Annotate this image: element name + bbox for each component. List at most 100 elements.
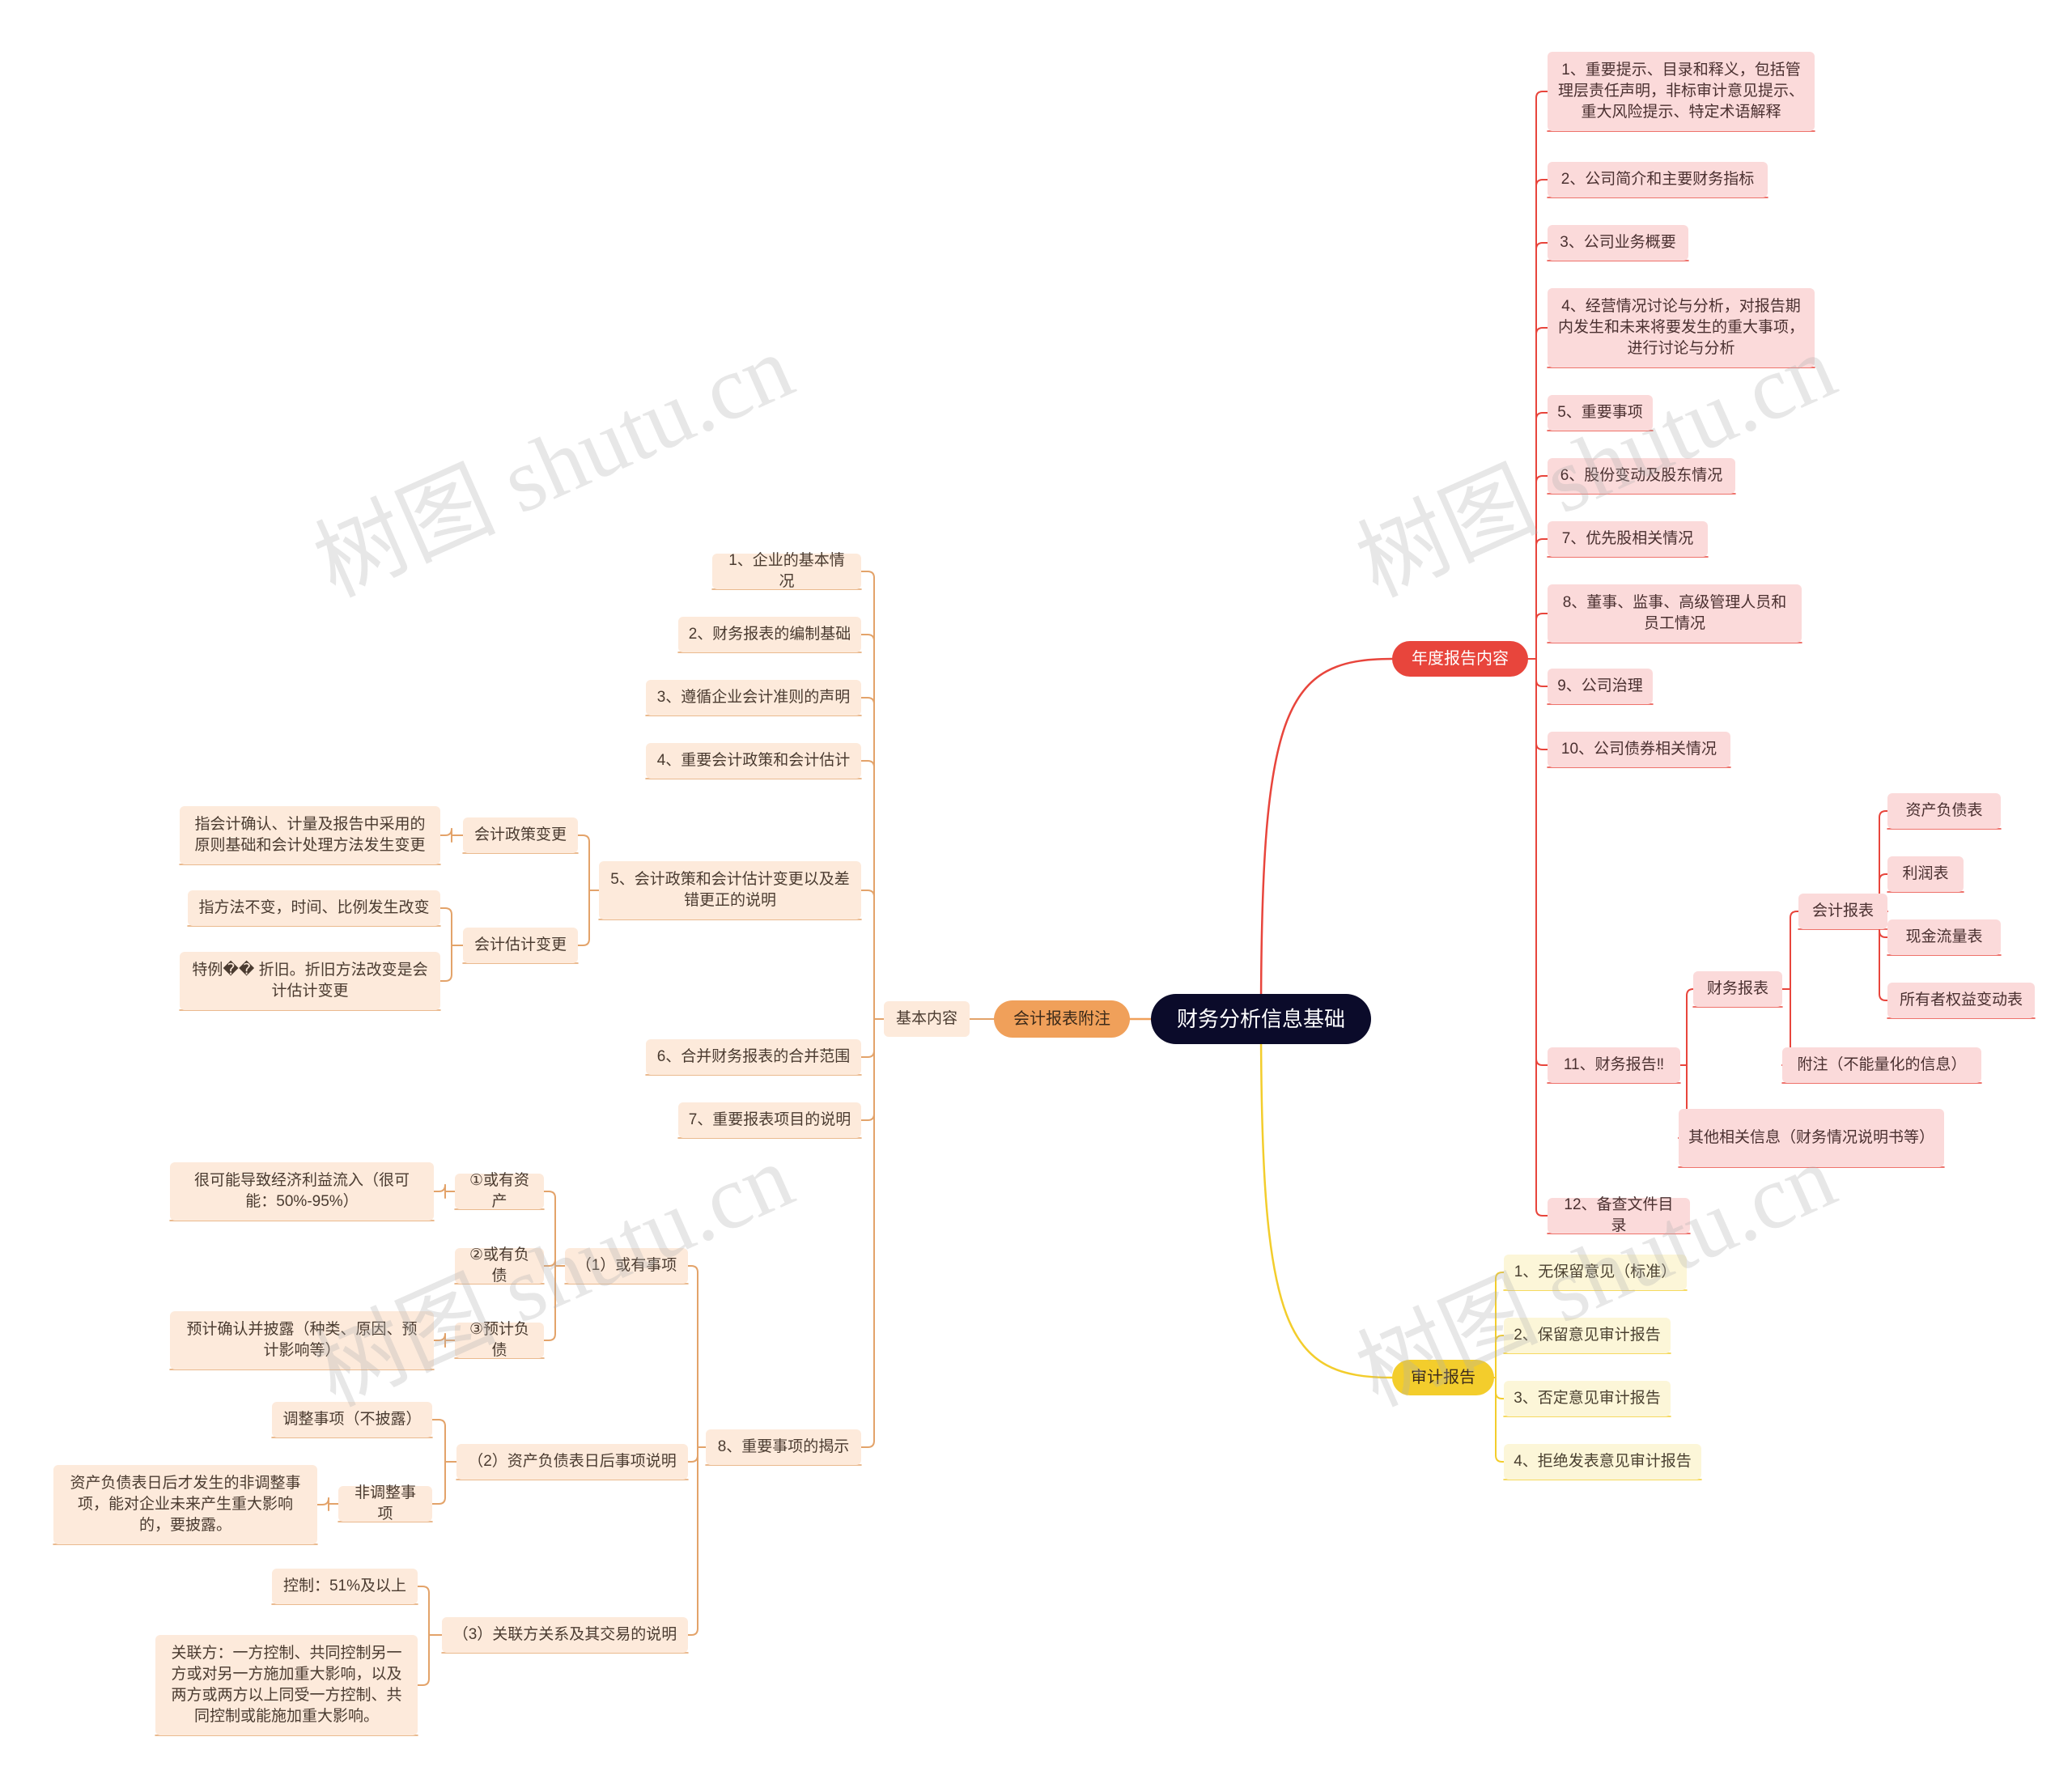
link-annual-branch	[1535, 327, 1548, 335]
accounting-statements[interactable]: 会计报表	[1798, 894, 1887, 929]
link-as-branch	[1879, 930, 1888, 938]
link-fs-branch	[1790, 911, 1799, 919]
link-basic-branch	[860, 634, 875, 642]
link-pbs-branch	[431, 1497, 446, 1505]
audit-item-1[interactable]: 1、无保留意见（标准）	[1504, 1255, 1687, 1290]
estimate-change[interactable]: 会计估计变更	[463, 928, 578, 963]
link-basic-branch	[860, 697, 875, 705]
notes-item-6[interactable]: 6、合并财务报表的合并范围	[646, 1039, 861, 1075]
post-balance-sheet-events[interactable]: （2）资产负债表日后事项说明	[456, 1444, 688, 1480]
policy-change[interactable]: 会计政策变更	[463, 817, 578, 853]
notes-item-7[interactable]: 7、重要报表项目的说明	[678, 1102, 861, 1138]
annual-item-5[interactable]: 5、重要事项	[1548, 395, 1653, 431]
estimated-liabilities[interactable]: ③预计负债	[455, 1321, 544, 1359]
branch-audit-report[interactable]: 审计报告	[1392, 1360, 1494, 1395]
link-n5-branch	[577, 938, 590, 946]
link-annual-branch	[1535, 179, 1548, 187]
link-audit-branch	[1495, 1335, 1505, 1343]
annual-item-10[interactable]: 10、公司债券相关情况	[1548, 732, 1730, 767]
annual-item-7[interactable]: 7、优先股相关情况	[1548, 521, 1708, 557]
equity-statement[interactable]: 所有者权益变动表	[1887, 983, 2035, 1018]
link-annual-branch	[1535, 538, 1548, 546]
related-party-desc: 关联方：一方控制、共同控制另一方或对另一方施加重大影响，以及两方或两方以上同受一…	[155, 1635, 418, 1735]
contingent-liabilities[interactable]: ②或有负债	[455, 1246, 544, 1285]
audit-item-3[interactable]: 3、否定意见审计报告	[1504, 1381, 1671, 1416]
link-annual-branch	[1535, 242, 1548, 250]
non-adjusting-events[interactable]: 非调整事项	[338, 1484, 432, 1522]
notes-item-3[interactable]: 3、遵循企业会计准则的声明	[646, 680, 861, 716]
link-audit-branch	[1495, 1272, 1505, 1280]
link-ec-branch	[439, 974, 452, 982]
link-annual-branch	[1535, 1058, 1548, 1066]
branch-annual-report[interactable]: 年度报告内容	[1392, 641, 1528, 677]
related-party-transactions[interactable]: （3）关联方关系及其交易的说明	[442, 1617, 688, 1653]
link-nadj-branch	[316, 1497, 329, 1505]
cashflow-statement[interactable]: 现金流量表	[1887, 919, 2001, 955]
link-as-branch	[1879, 873, 1888, 881]
link-n5-branch	[577, 834, 590, 843]
link-pc-branch	[439, 828, 452, 836]
income-statement[interactable]: 利润表	[1887, 856, 1964, 892]
link-pbs-branch	[431, 1419, 446, 1427]
link-as-branch	[1879, 993, 1888, 1001]
contingent-assets[interactable]: ①或有资产	[455, 1172, 544, 1210]
balance-sheet[interactable]: 资产负债表	[1887, 793, 2001, 829]
audit-item-2[interactable]: 2、保留意见审计报告	[1504, 1318, 1671, 1353]
link-rel-branch	[417, 1586, 430, 1594]
estimate-change-desc-2: 特例�� 折旧。折旧方法改变是会计估计变更	[180, 952, 440, 1010]
contingent-assets-desc: 很可能导致经济利益流入（很可能：50%-95%）	[170, 1162, 434, 1221]
link-root-audit	[1259, 1017, 1394, 1379]
annual-item-6[interactable]: 6、股份变动及股东情况	[1548, 458, 1735, 494]
audit-item-4[interactable]: 4、拒绝发表意见审计报告	[1504, 1444, 1701, 1480]
root-node[interactable]: 财务分析信息基础	[1151, 994, 1371, 1044]
link-basic-branch	[860, 1050, 875, 1058]
link-cont-branch	[543, 1259, 556, 1267]
link-audit-branch	[1495, 1391, 1505, 1399]
link-basic-branch	[860, 1113, 875, 1121]
notes-item-5[interactable]: 5、会计政策和会计估计变更以及差错更正的说明	[599, 861, 861, 919]
link-basic-branch	[860, 571, 875, 579]
link-n8-branch	[687, 1265, 698, 1273]
link-basic-branch	[860, 760, 875, 768]
estimated-liabilities-desc: 预计确认并披露（种类、原因、预计影响等）	[170, 1311, 434, 1369]
link-root-annual	[1259, 657, 1394, 1021]
link-el-branch	[433, 1333, 446, 1341]
link-a11-branch	[1686, 988, 1694, 996]
financial-statements[interactable]: 财务报表	[1693, 971, 1782, 1007]
link-annual-branch	[1535, 613, 1548, 621]
link-annual-branch	[1535, 91, 1548, 99]
annual-item-8[interactable]: 8、董事、监事、高级管理人员和员工情况	[1548, 584, 1802, 643]
annual-item-4[interactable]: 4、经营情况讨论与分析，对报告期内发生和未来将要发生的重大事项，进行讨论与分析	[1548, 288, 1815, 367]
non-adjusting-events-desc: 资产负债表日后才发生的非调整事项，能对企业未来产生重大影响的，要披露。	[53, 1465, 317, 1544]
other-related-info[interactable]: 其他相关信息（财务情况说明书等）	[1679, 1109, 1944, 1167]
annual-item-1[interactable]: 1、重要提示、目录和释义，包括管理层责任声明，非标审计意见提示、重大风险提示、特…	[1548, 52, 1815, 131]
notes-nonquantifiable[interactable]: 附注（不能量化的信息）	[1782, 1047, 1981, 1083]
notes-item-8[interactable]: 8、重要事项的揭示	[706, 1429, 861, 1465]
contingent-matters[interactable]: （1）或有事项	[565, 1248, 688, 1284]
annual-item-2[interactable]: 2、公司简介和主要财务指标	[1548, 162, 1768, 197]
link-cont-branch	[543, 1333, 556, 1341]
notes-item-4[interactable]: 4、重要会计政策和会计估计	[646, 743, 861, 779]
notes-item-2[interactable]: 2、财务报表的编制基础	[678, 617, 861, 652]
link-ec-branch	[439, 907, 452, 915]
link-annual-branch	[1535, 1208, 1548, 1217]
annual-item-9[interactable]: 9、公司治理	[1548, 669, 1653, 704]
policy-change-desc: 指会计确认、计量及报告中采用的原则基础和会计处理方法发生变更	[180, 806, 440, 864]
link-n8-branch	[687, 1454, 698, 1463]
link-n8-branch	[687, 1628, 698, 1636]
link-basic-branch	[860, 890, 875, 898]
link-annual-branch	[1535, 679, 1548, 687]
branch-notes[interactable]: 会计报表附注	[994, 1000, 1130, 1038]
estimate-change-desc-1: 指方法不变，时间、比例发生改变	[188, 890, 440, 926]
adjusting-events[interactable]: 调整事项（不披露）	[272, 1402, 432, 1437]
link-audit-branch	[1495, 1454, 1505, 1463]
notes-item-1[interactable]: 1、企业的基本情况	[712, 552, 861, 590]
annual-item-11[interactable]: 11、财务报告‼	[1548, 1047, 1680, 1083]
link-annual-branch	[1535, 412, 1548, 420]
link-as-branch	[1879, 810, 1888, 818]
control-threshold[interactable]: 控制：51%及以上	[272, 1569, 418, 1604]
annual-item-12[interactable]: 12、备查文件目录	[1548, 1196, 1690, 1234]
notes-basic-content[interactable]: 基本内容	[884, 1001, 970, 1037]
annual-item-3[interactable]: 3、公司业务概要	[1548, 225, 1688, 261]
